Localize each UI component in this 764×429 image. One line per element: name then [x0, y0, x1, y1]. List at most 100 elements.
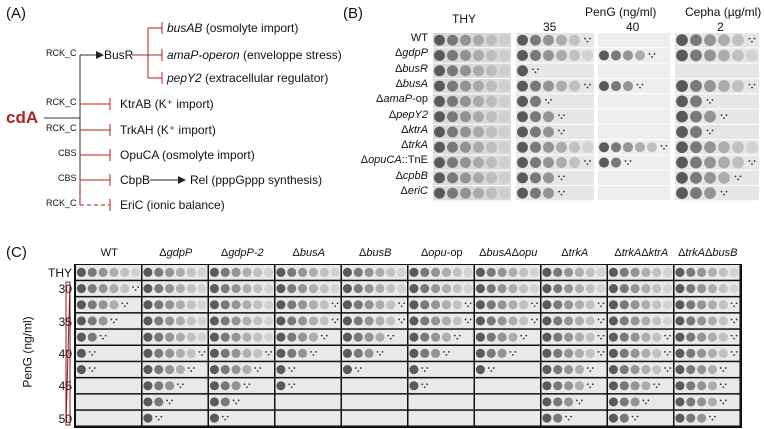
colony-dot	[533, 321, 536, 324]
colony-spot	[564, 332, 574, 342]
colony-dot	[126, 302, 129, 305]
colony-spot	[553, 284, 563, 294]
colony-dot	[714, 415, 716, 418]
colony-spot	[287, 348, 297, 358]
colony-dot	[121, 302, 124, 305]
colony-dot	[664, 350, 666, 353]
colony-spot	[517, 172, 528, 184]
panel-c-plate-cell	[342, 410, 407, 426]
colony-dot	[443, 350, 445, 353]
colony-spot	[276, 267, 286, 277]
colony-dot	[456, 337, 459, 340]
colony-dot	[589, 83, 591, 86]
colony-spot	[641, 284, 651, 294]
colony-spot	[610, 142, 622, 153]
colony-spot	[718, 171, 730, 184]
colony-spot	[619, 300, 629, 310]
colony-spot	[165, 365, 175, 375]
colony-spot	[676, 110, 688, 123]
colony-spot	[619, 365, 629, 375]
colony-spot	[675, 332, 685, 342]
colony-spot	[364, 300, 374, 310]
colony-dot	[648, 53, 651, 55]
colony-dot	[669, 367, 671, 369]
colony-spot	[486, 332, 496, 342]
colony-dot	[398, 302, 400, 305]
colony-spot	[175, 300, 185, 310]
colony-spot	[475, 300, 485, 310]
colony-dot	[445, 353, 448, 356]
colony-spot	[610, 157, 622, 168]
colony-spot	[508, 300, 518, 310]
colony-dot	[706, 98, 709, 101]
colony-dot	[166, 399, 168, 402]
colony-spot	[543, 141, 554, 153]
colony-dot	[748, 160, 751, 162]
colony-spot	[287, 284, 297, 294]
colony-spot	[704, 187, 716, 200]
colony-dot	[722, 370, 725, 372]
colony-dot	[723, 117, 725, 120]
colony-spot	[434, 49, 445, 61]
colony-spot	[231, 348, 241, 358]
colony-spot	[517, 65, 528, 77]
colony-spot	[76, 300, 86, 310]
panel-c-strain-5: Δopu-op	[420, 247, 463, 259]
colony-spot	[556, 157, 567, 169]
colony-dot	[563, 129, 565, 132]
colony-spot	[175, 284, 185, 294]
colony-dot	[334, 305, 336, 308]
colony-spot	[486, 157, 497, 169]
colony-dot	[586, 163, 589, 165]
colony-dot	[730, 302, 733, 305]
colony-dot	[113, 321, 115, 324]
colony-dot	[248, 383, 251, 386]
colony-spot	[264, 316, 274, 326]
colony-spot	[452, 267, 462, 277]
panel-b-letter: (B)	[343, 5, 363, 22]
colony-dot	[602, 302, 605, 305]
panel-b-plate-cell	[598, 94, 670, 109]
colony-spot	[441, 316, 451, 326]
colony-spot	[610, 81, 622, 92]
colony-spot	[220, 381, 230, 391]
colony-spot	[697, 316, 707, 326]
colony-spot	[209, 365, 219, 375]
colony-spot	[375, 267, 385, 277]
colony-spot	[486, 187, 497, 199]
colony-spot	[486, 95, 497, 107]
colony-spot	[598, 81, 610, 92]
colony-spot	[287, 316, 297, 326]
colony-dot	[531, 302, 533, 305]
colony-spot	[622, 50, 634, 61]
colony-spot	[209, 267, 219, 277]
colony-spot	[87, 284, 97, 294]
colony-dot	[660, 144, 663, 147]
colony-spot	[353, 284, 363, 294]
colony-dot	[550, 98, 552, 101]
colony-spot	[209, 300, 219, 310]
colony-dot	[387, 334, 390, 337]
colony-spot	[499, 80, 510, 92]
colony-spot	[686, 316, 696, 326]
colony-spot	[87, 300, 97, 310]
colony-spot	[475, 316, 485, 326]
colony-dot	[534, 71, 537, 74]
colony-spot	[704, 141, 716, 154]
colony-dot	[711, 418, 714, 421]
colony-dot	[458, 334, 461, 337]
colony-spot	[120, 267, 130, 277]
colony-spot	[499, 172, 510, 184]
colony-spot	[409, 316, 419, 326]
colony-spot	[386, 316, 396, 326]
colony-spot	[499, 126, 510, 138]
colony-spot	[675, 348, 685, 358]
colony-spot	[574, 365, 584, 375]
panel-c-plate-cell	[408, 378, 474, 394]
colony-spot	[508, 332, 518, 342]
colony-dot	[520, 334, 523, 337]
colony-dot	[709, 132, 711, 135]
colony-dot	[663, 147, 665, 150]
colony-spot	[630, 284, 640, 294]
colony-spot	[209, 316, 219, 326]
